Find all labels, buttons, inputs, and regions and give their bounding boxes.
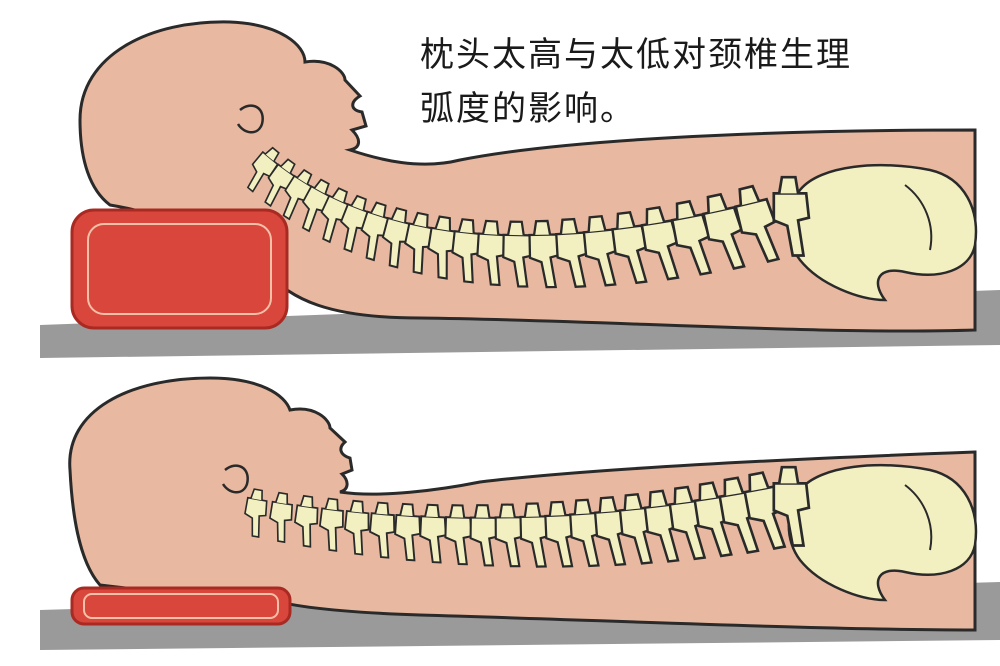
spine-bottom-vertebra	[343, 499, 370, 556]
pelvis-bottom-detail	[904, 484, 933, 551]
pillow-low-inner	[83, 593, 279, 619]
spine-top	[246, 146, 811, 289]
pillow-high	[70, 208, 289, 330]
pelvis-top-detail	[904, 184, 933, 251]
spine-bottom-vertebra	[469, 504, 499, 567]
pelvis-bottom	[787, 463, 978, 602]
spine-bottom-vertebra	[293, 494, 319, 548]
spine-top-vertebra	[340, 194, 370, 253]
spine-top-vertebra	[264, 158, 296, 208]
spine-top-vertebra	[528, 219, 561, 289]
spine-top-vertebra	[772, 175, 811, 257]
pillow-low	[70, 586, 292, 626]
spine-bottom	[244, 465, 811, 568]
spine-bottom-vertebra	[772, 465, 811, 547]
spine-top-vertebra	[582, 214, 619, 287]
panel-pillow-too-high	[40, 20, 1000, 358]
spine-bottom-vertebra	[494, 503, 525, 568]
ear-top	[236, 104, 264, 134]
spine-bottom-vertebra	[369, 501, 396, 559]
spine-bottom-vertebra	[244, 488, 268, 538]
panel-pillow-too-low	[40, 376, 1000, 650]
spine-bottom-vertebra	[318, 497, 344, 552]
spine-bottom-vertebra	[269, 491, 293, 544]
spine-top-vertebra	[360, 201, 391, 262]
spine-top-vertebra	[640, 205, 680, 281]
pillow-high-inner	[87, 223, 272, 315]
ear-bottom	[221, 464, 249, 494]
pelvis-top	[787, 163, 978, 302]
spine-bottom-vertebra	[394, 502, 422, 562]
spine-bottom-vertebra	[544, 500, 577, 568]
spine-top-vertebra	[702, 192, 746, 270]
spine-top-vertebra	[282, 168, 313, 221]
spine-top-vertebra	[427, 215, 458, 280]
spine-bottom-vertebra	[519, 502, 551, 568]
spine-bottom-vertebra	[593, 496, 629, 567]
caption-line-2: 弧度的影响。	[420, 89, 636, 129]
spine-top-vertebra	[734, 184, 781, 264]
caption-line-1: 枕头太高与太低对颈椎生理	[420, 35, 852, 75]
caption-text: 枕头太高与太低对颈椎生理 弧度的影响。	[420, 28, 980, 136]
spine-bottom-vertebra	[419, 503, 447, 564]
